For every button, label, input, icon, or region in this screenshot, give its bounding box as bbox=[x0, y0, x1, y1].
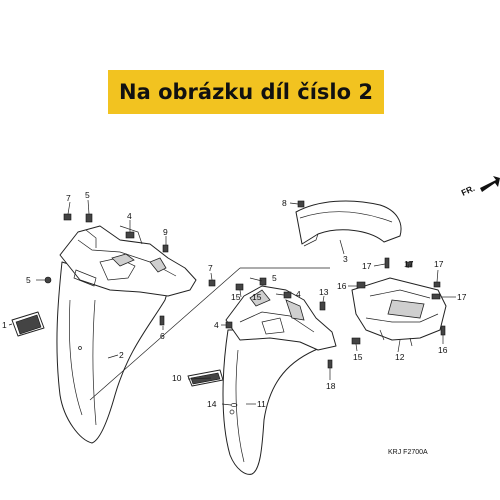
callout-7: 7 bbox=[208, 263, 213, 273]
callout-17: 17 bbox=[457, 292, 467, 302]
rear-fender-part-11 bbox=[187, 285, 337, 475]
callout-11: 11 bbox=[257, 399, 266, 409]
clip-icon bbox=[259, 277, 267, 286]
callout-14: 14 bbox=[207, 399, 217, 409]
callout-15: 15 bbox=[231, 292, 241, 302]
callout-5: 5 bbox=[26, 275, 31, 285]
callout-10: 10 bbox=[172, 373, 182, 383]
callout-15: 15 bbox=[353, 352, 363, 362]
screw-icon bbox=[327, 359, 333, 369]
screw-icon bbox=[319, 301, 326, 311]
callout-4: 4 bbox=[127, 211, 132, 221]
callout-8: 8 bbox=[282, 198, 287, 208]
callout-17: 17 bbox=[404, 259, 414, 269]
callout-6: 6 bbox=[160, 331, 165, 341]
bolt-icon bbox=[283, 291, 292, 299]
nut-icon bbox=[351, 337, 361, 345]
callout-16: 16 bbox=[337, 281, 347, 291]
callout-4: 4 bbox=[214, 320, 219, 330]
rear-fender-part-2 bbox=[11, 225, 197, 444]
clip-icon bbox=[85, 213, 93, 223]
nut-icon bbox=[125, 231, 135, 239]
bolt-icon bbox=[208, 279, 216, 287]
callout-17: 17 bbox=[362, 261, 372, 271]
part-number-banner: Na obrázku díl číslo 2 bbox=[108, 70, 384, 114]
diagram-code: KRJ F2700A bbox=[388, 449, 428, 456]
nut-icon bbox=[235, 283, 244, 291]
callout-16: 16 bbox=[438, 345, 448, 355]
bolt-icon bbox=[225, 321, 233, 329]
bracket-part-12 bbox=[351, 277, 447, 347]
callout-3: 3 bbox=[343, 254, 348, 264]
screw-icon bbox=[162, 244, 169, 253]
screw-icon bbox=[384, 257, 390, 269]
callout-17: 17 bbox=[434, 259, 444, 269]
callout-1: 1 bbox=[2, 320, 7, 330]
callout-2: 2 bbox=[119, 350, 124, 360]
bolt-icon bbox=[63, 213, 72, 221]
front-direction-arrow-icon bbox=[480, 176, 500, 192]
bolt-icon bbox=[297, 200, 305, 208]
callout-9: 9 bbox=[163, 227, 168, 237]
callout-12: 12 bbox=[395, 352, 405, 362]
callout-18: 18 bbox=[326, 381, 336, 391]
bolt-icon bbox=[433, 281, 441, 288]
callout-15: 15 bbox=[252, 292, 262, 302]
callout-13: 13 bbox=[319, 287, 329, 297]
mud-guard-part-3 bbox=[295, 200, 402, 247]
nut-icon bbox=[356, 281, 366, 289]
screw-icon bbox=[440, 325, 446, 336]
clip-icon bbox=[44, 276, 52, 284]
callout-5: 5 bbox=[272, 273, 277, 283]
callout-7: 7 bbox=[66, 193, 71, 203]
callout-4: 4 bbox=[296, 289, 301, 299]
front-direction-label: FR. bbox=[460, 183, 477, 198]
screw-icon bbox=[159, 315, 165, 326]
bolt-icon bbox=[431, 293, 441, 300]
left-fasteners bbox=[44, 213, 216, 326]
banner-text: Na obrázku díl číslo 2 bbox=[119, 80, 373, 104]
callout-5: 5 bbox=[85, 190, 90, 200]
